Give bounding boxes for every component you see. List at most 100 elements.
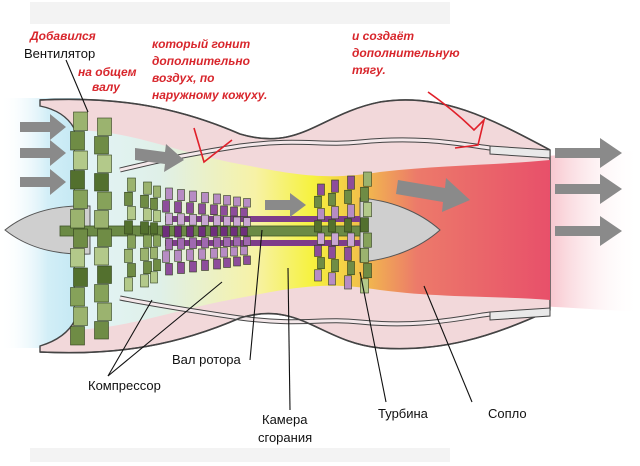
turbine-blade-segment bbox=[344, 189, 352, 204]
turbine-blade-segment bbox=[347, 175, 355, 190]
annotation-added-1: Добавился bbox=[29, 29, 96, 43]
hpc-blade-segment bbox=[198, 226, 206, 237]
hpc-blade-segment bbox=[240, 226, 248, 237]
label-nozzle: Сопло bbox=[488, 406, 527, 421]
annotation-thrust-1: и создаёт bbox=[352, 29, 414, 43]
turbine-blade-segment bbox=[317, 183, 325, 196]
fan-blade-segment bbox=[73, 150, 88, 170]
hpc-blade-segment bbox=[233, 216, 241, 227]
hpc-blade-segment bbox=[201, 214, 209, 226]
turbine-blade-segment bbox=[314, 220, 322, 233]
lpc-blade-segment bbox=[127, 177, 136, 192]
lpc-blade-segment bbox=[127, 206, 136, 221]
lpc-blade-segment bbox=[153, 210, 161, 223]
turbine-blades bbox=[314, 171, 372, 294]
fan-blade-segment bbox=[97, 265, 112, 284]
lpc-blade-segment bbox=[150, 271, 158, 284]
hpc-blade-segment bbox=[223, 216, 231, 227]
hpc-blade-segment bbox=[189, 237, 197, 249]
turbine-blade-segment bbox=[314, 195, 322, 208]
fan-blade-segment bbox=[97, 117, 112, 136]
lpc-blade-segment bbox=[143, 208, 152, 222]
turbine-leader bbox=[359, 271, 387, 403]
hp-shaft bbox=[165, 216, 360, 222]
hpc-blade-segment bbox=[210, 226, 218, 237]
turbine-blade-segment bbox=[317, 257, 325, 270]
annotation-thrust-3: тягу. bbox=[352, 63, 386, 77]
nozzle-leader bbox=[423, 285, 473, 403]
hpc-blade-segment bbox=[165, 237, 173, 251]
hpc-blade-segment bbox=[201, 192, 209, 204]
hpc-blade-segment bbox=[162, 225, 170, 238]
fan-blade-segment bbox=[70, 287, 85, 307]
hpc-blade-segment bbox=[213, 215, 221, 226]
fan-blades bbox=[70, 111, 112, 346]
hpc-blade-segment bbox=[177, 189, 185, 201]
fan-blade-segment bbox=[70, 326, 85, 346]
casing-rim-top bbox=[39, 98, 551, 151]
lpc-blade-segment bbox=[143, 181, 152, 195]
fan-blade-segment bbox=[70, 209, 85, 229]
faded-text-top bbox=[30, 2, 450, 24]
annotation-added-3: валу bbox=[92, 80, 121, 94]
turbine-blade-segment bbox=[363, 171, 372, 187]
hpc-blade-segment bbox=[220, 226, 228, 237]
hpc-blade-segment bbox=[220, 205, 228, 216]
lpc-blade-segment bbox=[150, 246, 158, 259]
tail-cone bbox=[359, 197, 441, 263]
lpc-blade-segment bbox=[124, 248, 133, 263]
turbine-blade-segment bbox=[347, 232, 355, 247]
hpc-blade-segment bbox=[165, 263, 173, 276]
lpc-blade-segment bbox=[140, 221, 149, 235]
hpc-blade-segment bbox=[201, 259, 209, 271]
hpc-blade-segment bbox=[186, 249, 194, 261]
hpc-blade-segment bbox=[213, 237, 221, 248]
lp-compressor-blades bbox=[124, 177, 161, 292]
fan-blade-segment bbox=[94, 247, 109, 266]
hp-shaft-lower bbox=[165, 240, 360, 246]
turbine-blade-segment bbox=[328, 272, 336, 286]
label-combustor-1: Камера bbox=[262, 412, 308, 427]
label-combustor-2: сгорания bbox=[258, 430, 312, 445]
thrust-mark bbox=[427, 91, 486, 149]
hpc-blade-segment bbox=[240, 207, 248, 217]
lpc-blade-segment bbox=[127, 263, 136, 278]
hpc-blade-segment bbox=[233, 196, 241, 207]
turbine-blade-segment bbox=[331, 259, 339, 273]
turbine-blade-segment bbox=[363, 232, 372, 248]
hpc-blade-segment bbox=[243, 198, 251, 208]
fan-blade-segment bbox=[94, 136, 109, 155]
turbine-blade-segment bbox=[314, 244, 322, 257]
turbine-blade-segment bbox=[331, 206, 339, 220]
drives-mark bbox=[193, 127, 233, 164]
hpc-blade-segment bbox=[198, 248, 206, 260]
lpc-blade-segment bbox=[127, 234, 136, 249]
hpc-blade-segment bbox=[233, 236, 241, 247]
turbine-blade-segment bbox=[363, 263, 372, 279]
hpc-blade-segment bbox=[177, 237, 185, 250]
lpc-blade-segment bbox=[140, 247, 149, 261]
hpc-blade-segment bbox=[165, 212, 173, 226]
hpc-blade-segment bbox=[243, 255, 251, 265]
hpc-blade-segment bbox=[233, 256, 241, 267]
hpc-blade-segment bbox=[174, 225, 182, 238]
lpc-blade-segment bbox=[153, 234, 161, 247]
hpc-blade-segment bbox=[230, 246, 238, 257]
annotation-drives-2: дополнительно bbox=[152, 54, 250, 68]
intake-arrows bbox=[20, 114, 66, 195]
fan-blade-segment bbox=[70, 170, 85, 190]
hpc-blade-segment bbox=[162, 250, 170, 263]
bypass-exit-top bbox=[489, 145, 551, 159]
fan-blade-segment bbox=[94, 173, 109, 192]
fan-blade-segment bbox=[97, 191, 112, 210]
rotor-shaft bbox=[59, 225, 361, 237]
bypass-exit-bottom bbox=[489, 307, 551, 321]
turbine-blade-segment bbox=[360, 217, 369, 233]
hpc-blade-segment bbox=[189, 214, 197, 226]
fan-blade-segment bbox=[94, 210, 109, 229]
turbine-blade-segment bbox=[347, 261, 355, 276]
lpc-blade-segment bbox=[143, 261, 152, 275]
turbine-blade-segment bbox=[314, 269, 322, 282]
turbine-blade-segment bbox=[328, 192, 336, 206]
turbine-blade-segment bbox=[331, 179, 339, 193]
